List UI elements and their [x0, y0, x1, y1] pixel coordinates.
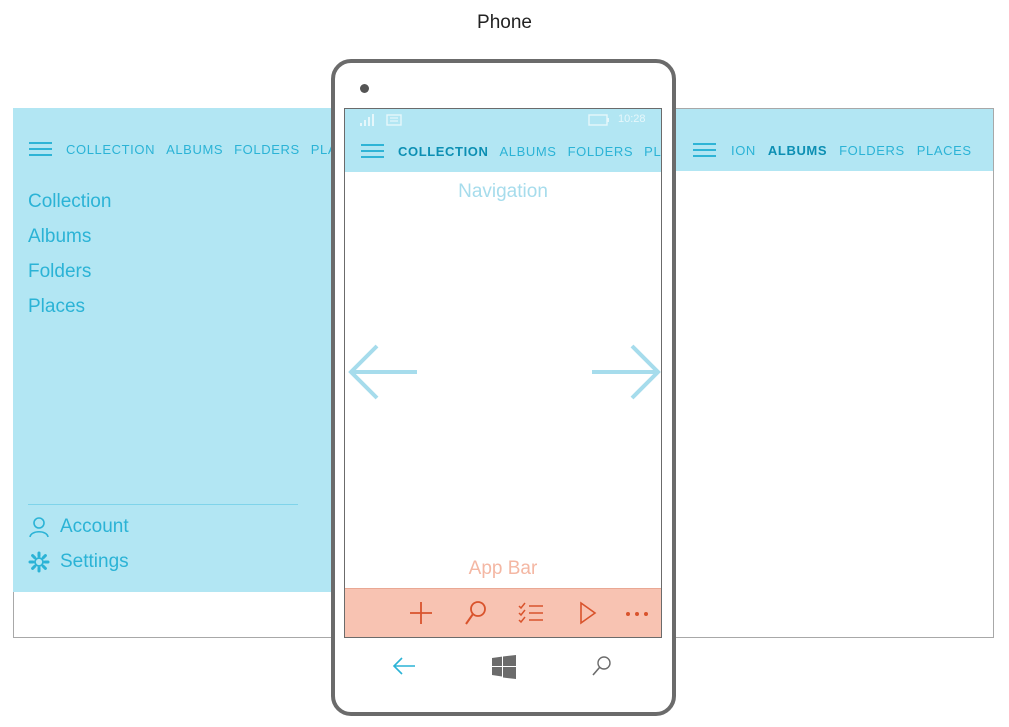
search-icon[interactable] — [464, 600, 488, 626]
diagram-title: Phone — [477, 12, 532, 33]
gear-icon — [28, 551, 50, 573]
drawer-item-account[interactable]: Account — [28, 516, 129, 538]
more-icon[interactable] — [625, 611, 649, 617]
battery-icon — [588, 114, 610, 126]
right-screen-panel: ION ALBUMS FOLDERS PLACES CO — [662, 108, 994, 638]
windows-icon[interactable] — [492, 655, 516, 679]
drawer-item-label: Settings — [60, 551, 129, 572]
nav-drawer: COLLECTION ALBUMS FOLDERS PLAC Collectio… — [13, 108, 347, 592]
drawer-item-places[interactable]: Places — [28, 296, 86, 317]
status-time: 10:28 — [618, 113, 646, 125]
phone-screen: 10:28 COLLECTION ALBUMS FOLDERS PLAC Nav… — [344, 108, 662, 638]
phone-nav-strip: 10:28 COLLECTION ALBUMS FOLDERS PLAC — [345, 109, 661, 172]
drawer-item-albums[interactable]: Albums — [28, 226, 92, 247]
arrow-left-icon — [347, 344, 419, 400]
drawer-divider — [28, 504, 298, 505]
navigation-label: Navigation — [458, 181, 548, 202]
checklist-icon[interactable] — [518, 602, 544, 624]
app-bar — [345, 588, 661, 637]
person-icon — [28, 516, 50, 538]
pivot-item[interactable]: ALBUMS — [166, 142, 224, 157]
hamburger-icon[interactable] — [29, 142, 52, 157]
signal-icon — [360, 114, 378, 126]
message-icon — [386, 114, 402, 126]
pivot-item[interactable]: ION — [731, 143, 756, 158]
back-icon[interactable] — [392, 656, 416, 676]
add-icon[interactable] — [409, 601, 433, 625]
left-pivot: COLLECTION ALBUMS FOLDERS PLAC — [66, 142, 347, 157]
pivot-item[interactable]: COLLECTION — [66, 142, 156, 157]
pivot-item[interactable]: PLAC — [644, 144, 662, 159]
drawer-item-folders[interactable]: Folders — [28, 261, 92, 282]
drawer-item-label: Account — [60, 516, 129, 537]
play-icon[interactable] — [579, 601, 597, 625]
drawer-item-collection[interactable]: Collection — [28, 191, 112, 212]
pivot-item[interactable]: FOLDERS — [567, 144, 634, 159]
pivot-item[interactable]: FOLDERS — [839, 143, 905, 158]
right-nav-strip — [663, 109, 993, 171]
pivot-item[interactable]: ALBUMS — [499, 144, 557, 159]
pivot-item-active[interactable]: ALBUMS — [767, 143, 828, 158]
pivot-item[interactable]: PLACES — [916, 143, 972, 158]
arrow-right-icon — [590, 344, 661, 400]
appbar-label: App Bar — [468, 558, 538, 579]
hamburger-icon[interactable] — [693, 143, 716, 158]
phone-pivot: COLLECTION ALBUMS FOLDERS PLAC — [398, 144, 662, 159]
drawer-item-settings[interactable]: Settings — [28, 551, 129, 573]
pivot-item-active[interactable]: COLLECTION — [398, 144, 489, 159]
camera-dot — [360, 84, 369, 93]
search-icon[interactable] — [591, 655, 613, 677]
right-pivot: ION ALBUMS FOLDERS PLACES CO — [731, 143, 993, 158]
pivot-item[interactable]: FOLDERS — [234, 142, 300, 157]
hamburger-icon[interactable] — [361, 144, 384, 159]
